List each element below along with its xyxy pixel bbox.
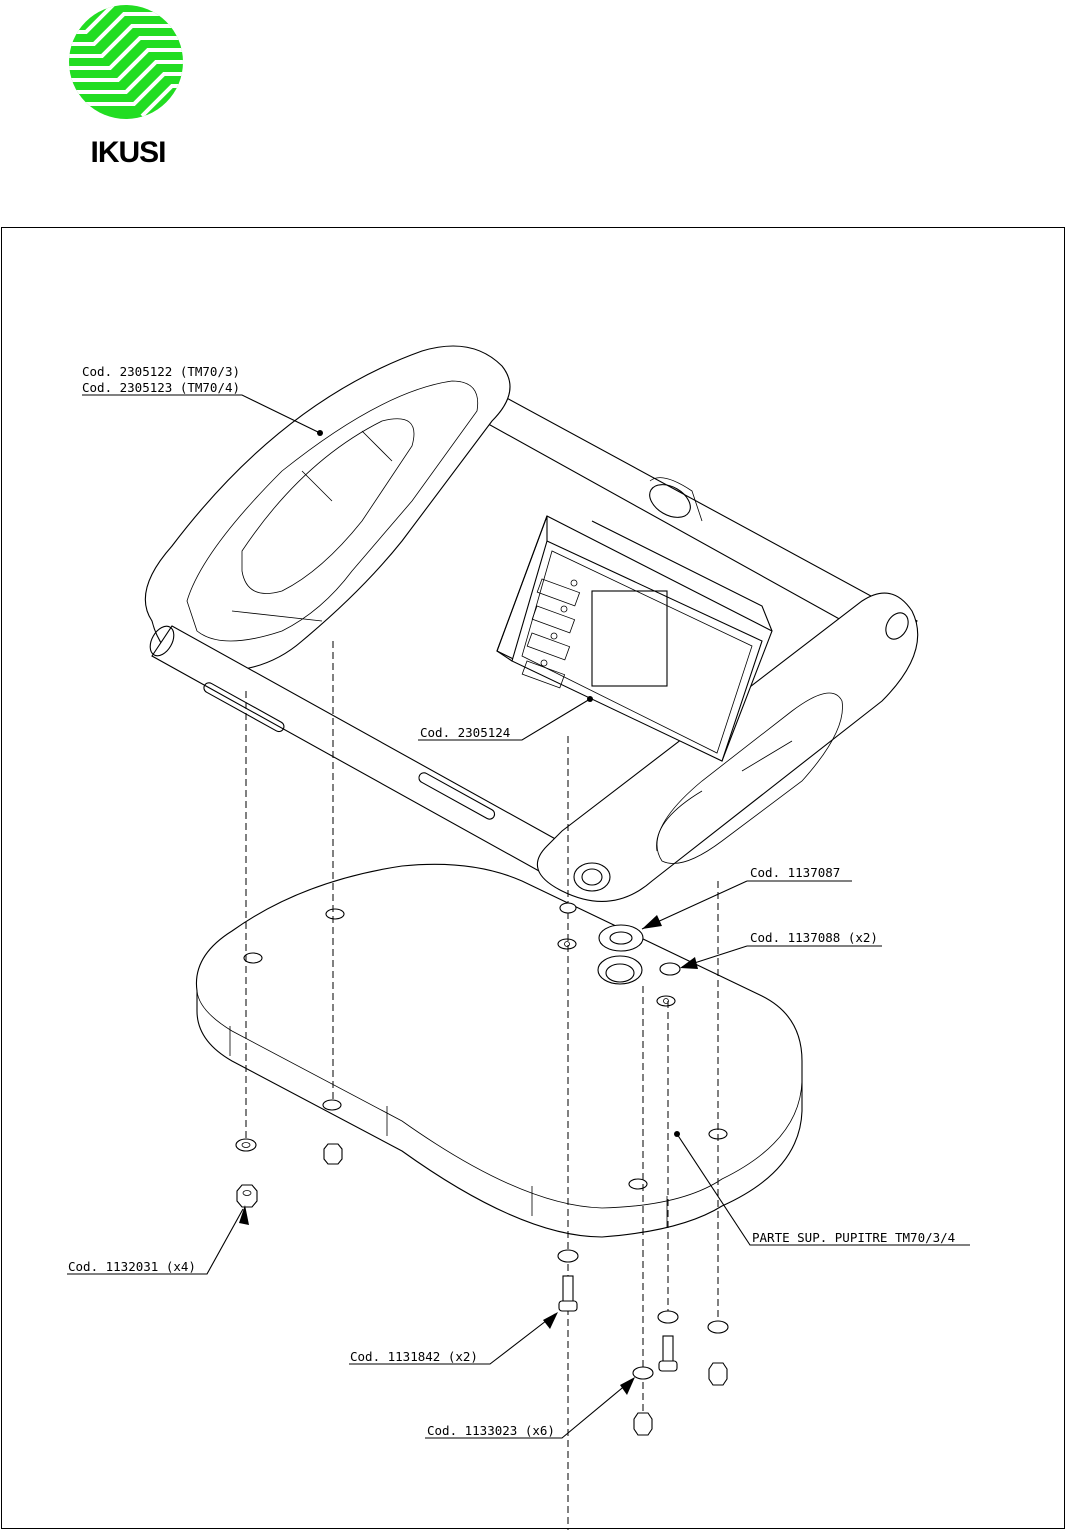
logo-emblem [64, 4, 190, 124]
drawing-frame: Cod. 2305122 (TM70/3) Cod. 2305123 (TM70… [1, 227, 1065, 1529]
label-screw: Cod. 1131842 (x2) [350, 1349, 478, 1364]
grommet [599, 925, 643, 951]
label-washer: Cod. 1133023 (x6) [427, 1423, 555, 1438]
label-top-plate: PARTE SUP. PUPITRE TM70/3/4 [752, 1230, 955, 1245]
label-rubber-washer: Cod. 1137088 (x2) [750, 930, 878, 945]
label-frame-tm70-4: Cod. 2305123 (TM70/4) [82, 380, 240, 395]
logo-wordmark: IKUSI [90, 136, 165, 169]
label-display: Cod. 2305124 [420, 725, 510, 740]
label-nut: Cod. 1132031 (x4) [68, 1259, 196, 1274]
spacer [560, 903, 576, 913]
ikusi-logo: IKUSI [64, 4, 190, 170]
top-plate [196, 864, 802, 1237]
label-frame-tm70-3: Cod. 2305122 (TM70/3) [82, 364, 240, 379]
rubber-washer [660, 963, 680, 975]
label-grommet: Cod. 1137087 [750, 865, 840, 880]
exploded-assembly-drawing: Cod. 2305122 (TM70/3) Cod. 2305123 (TM70… [2, 228, 1066, 1530]
